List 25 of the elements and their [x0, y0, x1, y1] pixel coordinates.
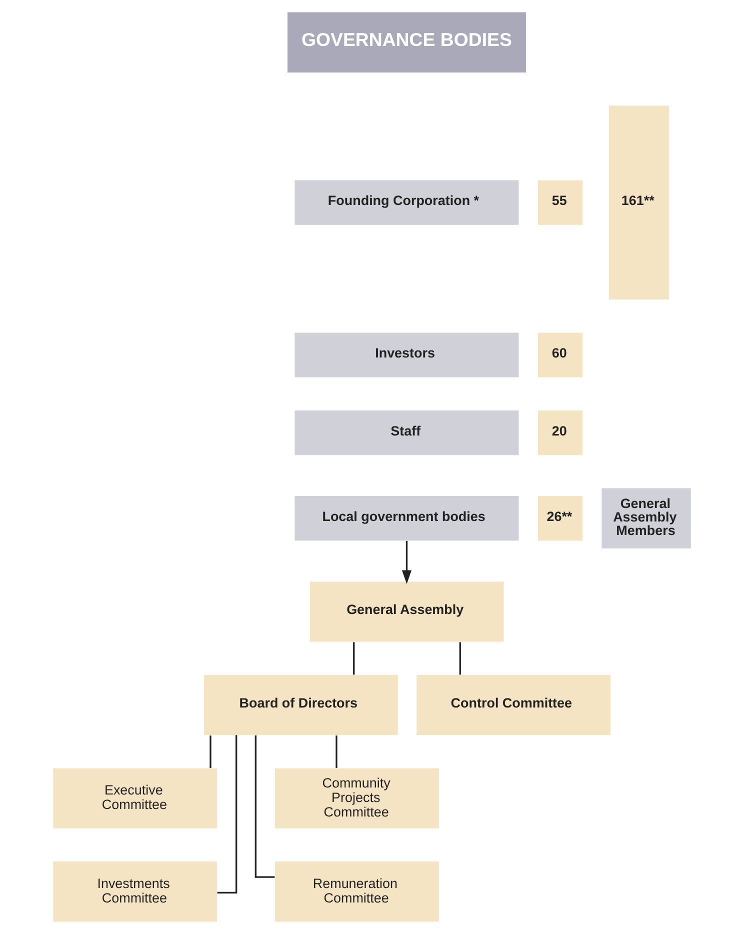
node-box: 55 — [537, 180, 582, 225]
connector — [216, 735, 237, 894]
node-box: 26** — [537, 496, 582, 541]
node-box: 161** — [608, 106, 669, 300]
node-box: Community Projects Committee — [274, 768, 438, 828]
node-box: 20 — [537, 410, 582, 456]
connector — [335, 736, 337, 768]
arrow — [401, 540, 412, 584]
node-box: Executive Committee — [52, 768, 216, 828]
node-box: 60 — [537, 332, 582, 378]
node-box: Investors — [294, 332, 518, 378]
node-box: General Assembly — [309, 582, 504, 642]
node-box: Investments Committee — [52, 862, 216, 922]
connector — [352, 642, 354, 675]
node-box: Staff — [294, 410, 518, 456]
connector — [458, 642, 460, 675]
node-box: Control Committee — [416, 674, 610, 736]
node-box: Remuneration Committee — [274, 862, 438, 922]
node-box: Board of Directors — [204, 674, 398, 736]
node-box: General Assembly Members — [601, 488, 690, 548]
connector — [254, 735, 274, 878]
node-box: GOVERNANCE BODIES — [287, 12, 526, 72]
node-box: Local government bodies — [294, 496, 518, 541]
node-box: Founding Corporation * — [294, 180, 518, 225]
connector — [209, 736, 211, 768]
